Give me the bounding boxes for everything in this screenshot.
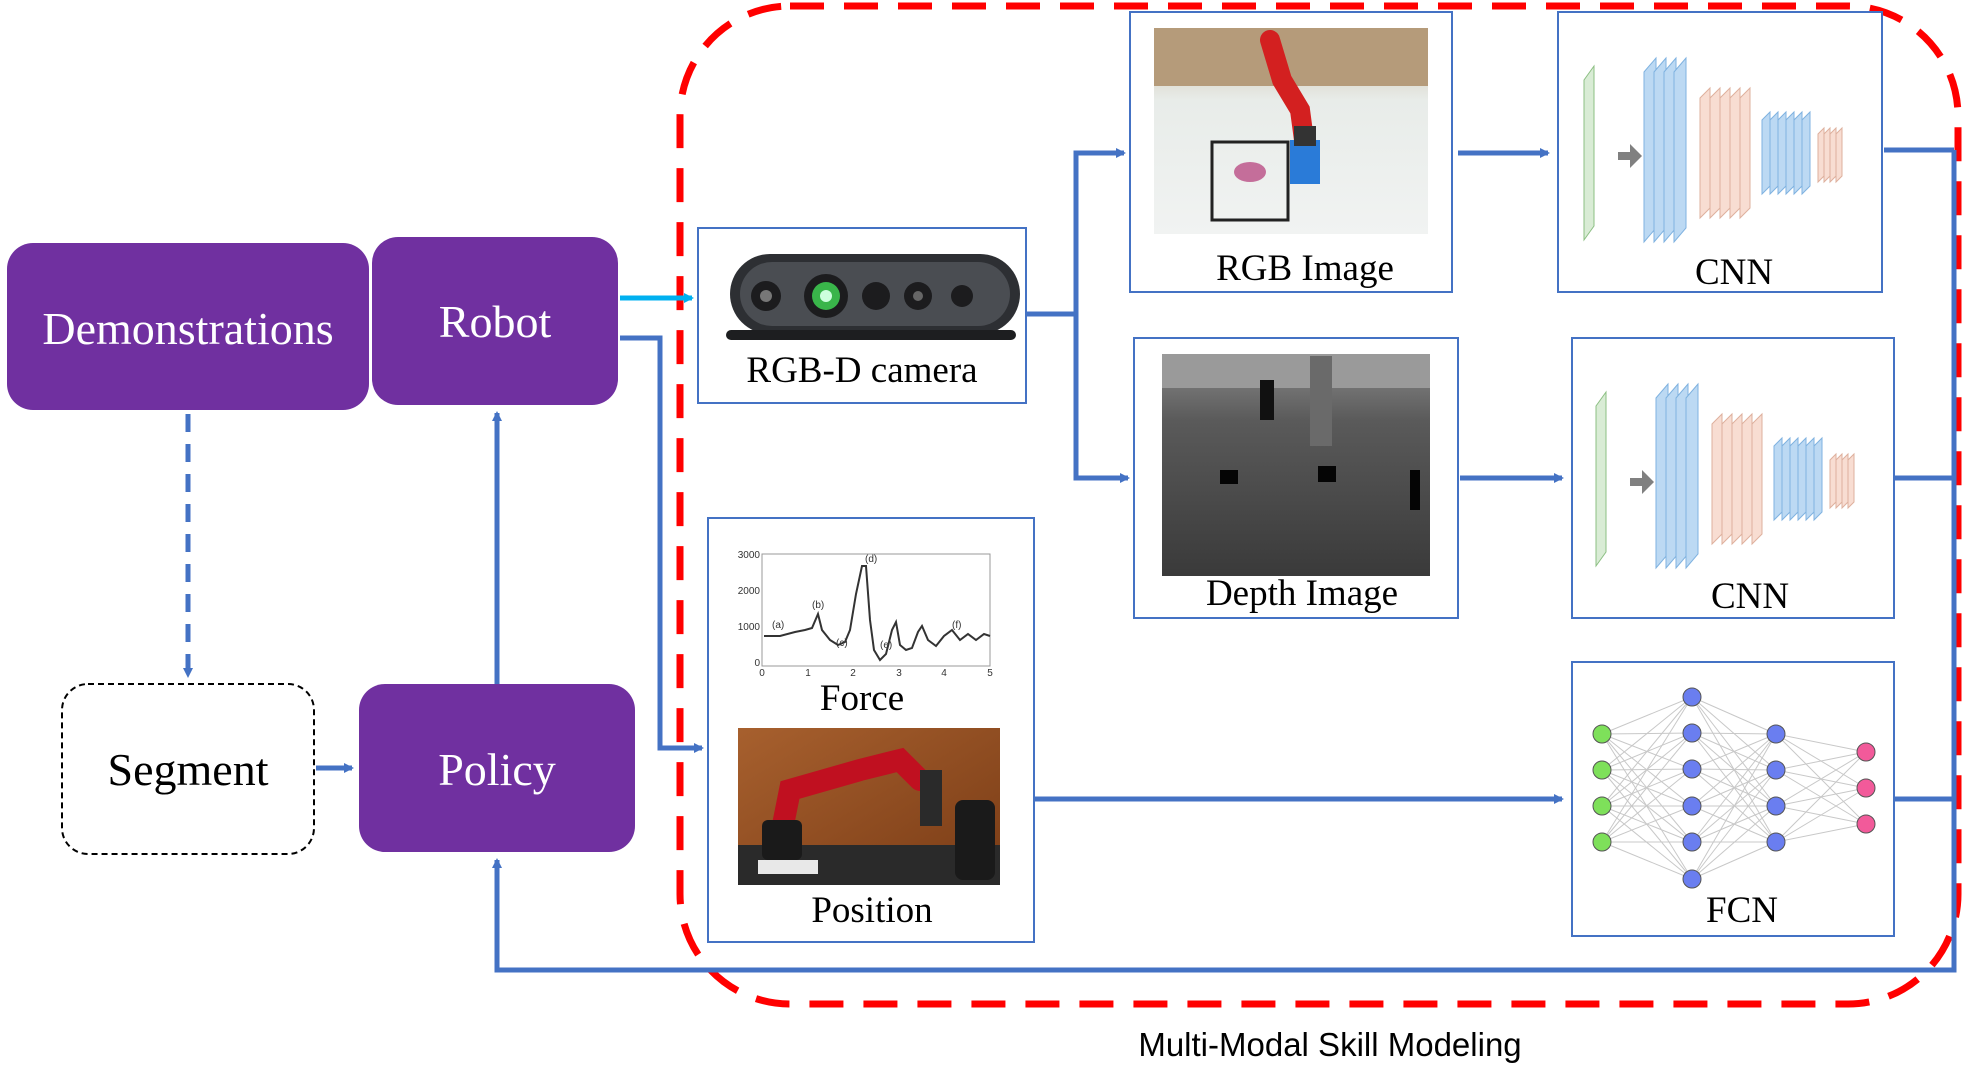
cnn-rgb-box: CNN — [1557, 11, 1883, 293]
fcn-label: FCN — [1706, 890, 1778, 931]
cnn-rgb-label: CNN — [1695, 252, 1773, 293]
segment-label: Segment — [108, 744, 269, 795]
multimodal-region-border — [676, 2, 1962, 1008]
cnn-layers-icon — [1595, 382, 1855, 570]
split-to-rgb-arrow — [1073, 148, 1126, 314]
rgb-image-box: RGB Image — [1129, 11, 1453, 293]
robot-rgb-photo — [1154, 28, 1428, 234]
depth-map-photo — [1162, 354, 1430, 576]
force-position-box: 3000 2000 1000 0 0 1 2 3 4 5 (a) (b) (c)… — [707, 517, 1035, 943]
multimodal-region-label: Multi-Modal Skill Modeling — [1138, 1026, 1521, 1063]
cnn-depth-box: CNN — [1571, 337, 1895, 619]
force-xtick-0: 0 — [759, 668, 765, 679]
force-xtick-1: 1 — [805, 668, 811, 679]
force-annot-d: (d) — [865, 554, 877, 565]
robot-to-force-position-arrow — [620, 335, 704, 753]
force-annot-a: (a) — [772, 620, 784, 631]
robot-label: Robot — [439, 296, 552, 347]
force-xtick-3: 3 — [896, 668, 902, 679]
robot-node[interactable]: Robot — [372, 237, 618, 405]
rgbd-camera-box: RGB-D camera — [697, 227, 1027, 404]
feedback-to-policy-arrow — [492, 150, 1957, 973]
demonstrations-node[interactable]: Demonstrations — [7, 243, 369, 410]
rgbd-camera-label: RGB-D camera — [746, 350, 977, 391]
force-ytick-3000: 3000 — [738, 550, 761, 561]
depth-image-label: Depth Image — [1206, 573, 1398, 614]
robot-arm-photo — [738, 728, 1000, 885]
force-label: Force — [820, 678, 904, 719]
rgb-image-label: RGB Image — [1216, 248, 1394, 289]
segment-node[interactable]: Segment — [61, 683, 315, 855]
force-annot-f: (f) — [952, 620, 961, 631]
force-xtick-4: 4 — [941, 668, 947, 679]
cnn-layers-icon — [1583, 56, 1843, 244]
force-curve — [764, 565, 991, 662]
policy-label: Policy — [438, 744, 556, 795]
depth-image-box: Depth Image — [1133, 337, 1459, 619]
policy-node[interactable]: Policy — [359, 684, 635, 852]
position-label: Position — [811, 890, 932, 931]
force-plot: 3000 2000 1000 0 0 1 2 3 4 5 (a) (b) (c)… — [738, 550, 993, 679]
force-annot-e: (e) — [880, 640, 892, 651]
demonstrations-label: Demonstrations — [42, 303, 333, 354]
neural-network-icon — [1592, 687, 1876, 889]
cnn-depth-label: CNN — [1711, 576, 1789, 617]
force-xtick-5: 5 — [987, 668, 993, 679]
force-xtick-2: 2 — [850, 668, 856, 679]
force-ytick-0: 0 — [754, 658, 760, 669]
force-ytick-1000: 1000 — [738, 622, 761, 633]
rgbd-camera-icon — [726, 254, 1020, 340]
force-annot-b: (b) — [812, 600, 824, 611]
force-ytick-2000: 2000 — [738, 586, 761, 597]
force-annot-c: (c) — [836, 638, 848, 649]
split-to-depth-arrow — [1073, 314, 1130, 483]
fcn-box: FCN — [1571, 661, 1895, 937]
